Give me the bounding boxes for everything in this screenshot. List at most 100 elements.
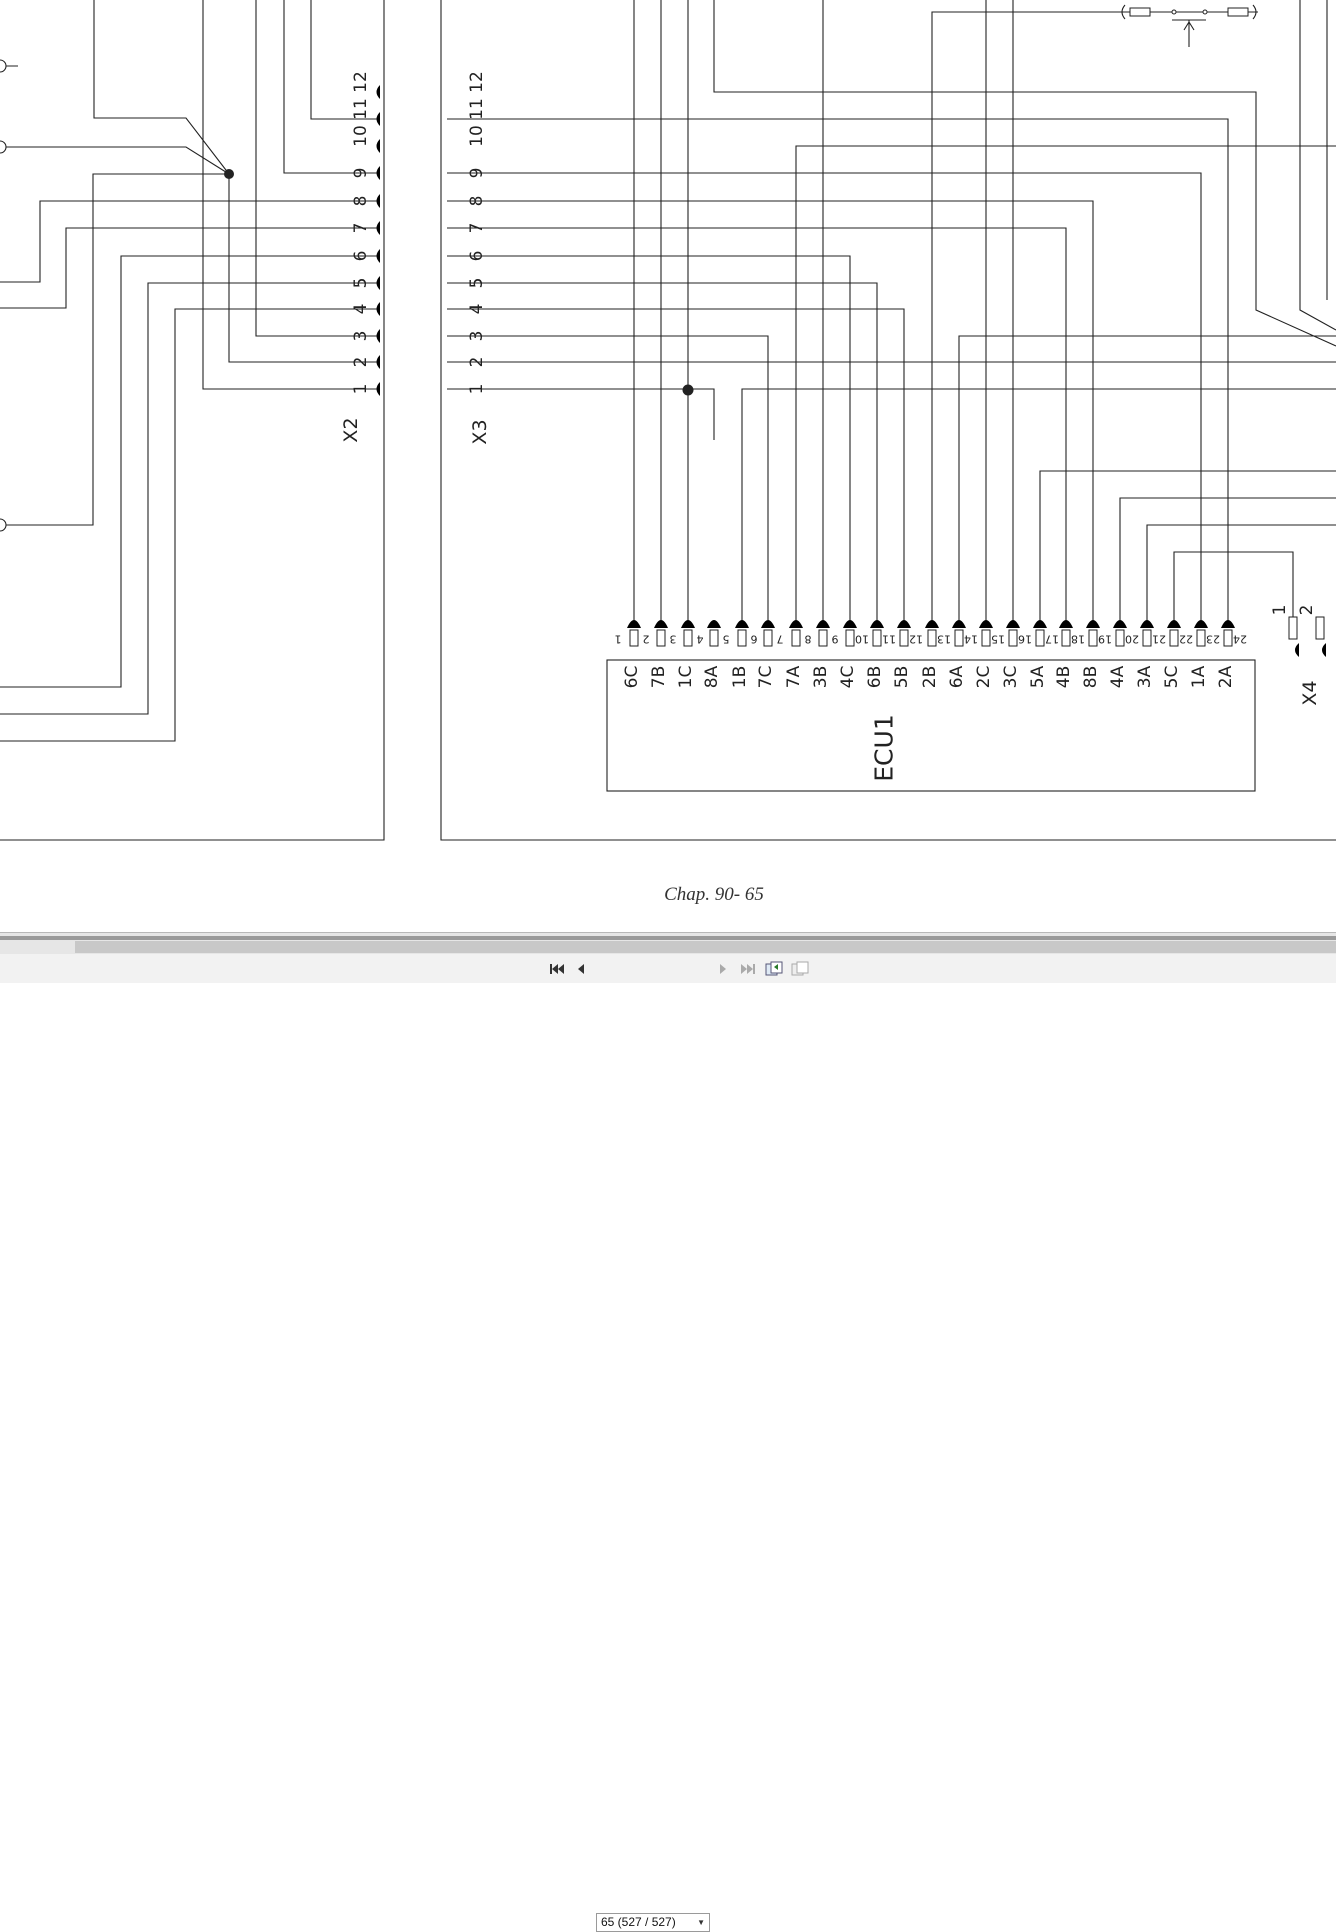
ecu-pin-socket bbox=[952, 620, 966, 628]
ecu-pin-number: 17 bbox=[1045, 633, 1059, 646]
ecu-terminal-label: 2A bbox=[1216, 665, 1236, 688]
ecu-pin-socket bbox=[1167, 620, 1181, 628]
x2-pin-label: 10 bbox=[351, 125, 371, 147]
x3-connector-label: X3 bbox=[469, 419, 491, 444]
ecu-pin-socket bbox=[707, 620, 721, 628]
x3-pin-label: 2 bbox=[467, 357, 487, 368]
ecu-pin-number: 13 bbox=[937, 633, 951, 646]
scrollbar-track bbox=[0, 936, 1336, 940]
x2-pin-label: 1 bbox=[351, 384, 371, 395]
ecu-pin-contact bbox=[818, 629, 828, 647]
ecu-terminal-label: 4B bbox=[1054, 666, 1074, 688]
ecu-pin-number: 11 bbox=[882, 633, 896, 646]
ecu-terminal-label: 1B bbox=[730, 666, 750, 688]
ecu-pin-number: 2 bbox=[643, 633, 650, 646]
x2-pin-label: 4 bbox=[351, 304, 371, 315]
fuse-symbol-right bbox=[1227, 7, 1249, 17]
x3-pin-label: 10 bbox=[467, 125, 487, 147]
ecu-pin-contact bbox=[1223, 629, 1233, 647]
horizontal-scrollbar[interactable] bbox=[0, 932, 1336, 955]
ecu-pin-number: 7 bbox=[777, 633, 784, 646]
ecu-pin-socket bbox=[1221, 620, 1235, 628]
switch-contact-left bbox=[1171, 9, 1177, 15]
ecu-pin-contact bbox=[981, 629, 991, 647]
x4-pin-contact bbox=[1288, 616, 1298, 640]
x2-pin-socket bbox=[376, 85, 380, 99]
ecu-terminal-label: 8A bbox=[702, 665, 722, 688]
page-number-select[interactable]: 65 (527 / 527) ▼ bbox=[596, 1913, 710, 1932]
ecu-pin-socket bbox=[1059, 620, 1073, 628]
chapter-page-label: Chap. 90- 65 bbox=[664, 884, 764, 905]
scrollbar-thumb[interactable] bbox=[75, 941, 1336, 953]
x2-pin-socket bbox=[376, 139, 380, 153]
ecu-pin-number: 1 bbox=[615, 633, 622, 646]
ecu-pin-contact bbox=[683, 629, 693, 647]
x4-connector-label: X4 bbox=[1299, 680, 1321, 705]
ecu-terminal-label: 5A bbox=[1028, 665, 1048, 688]
page-indicator: 65 (527 / 527) bbox=[601, 1915, 676, 1929]
ecu-pin-socket bbox=[1033, 620, 1047, 628]
ecu-terminal-label: 1C bbox=[676, 666, 696, 689]
ecu-pin-number: 24 bbox=[1233, 633, 1247, 646]
x2-pin-label: 12 bbox=[351, 71, 371, 93]
ecu-pin-contact bbox=[872, 629, 882, 647]
x2-pin-socket bbox=[376, 302, 380, 316]
ecu-pin-number: 6 bbox=[751, 633, 758, 646]
ecu-pin-socket bbox=[979, 620, 993, 628]
ecu-pin-contact bbox=[763, 629, 773, 647]
junction-dot bbox=[224, 169, 234, 179]
ecu-pin-contact bbox=[899, 629, 909, 647]
x2-pin-label: 3 bbox=[351, 331, 371, 342]
history-forward-icon[interactable] bbox=[791, 961, 809, 977]
x3-pin-label: 6 bbox=[467, 251, 487, 262]
ecu-pin-socket bbox=[627, 620, 641, 628]
x3-pin-label: 7 bbox=[467, 223, 487, 234]
ecu-terminal-label: 6A bbox=[947, 665, 967, 688]
history-back-icon[interactable] bbox=[765, 961, 783, 977]
x2-pin-socket bbox=[376, 355, 380, 369]
page-navigation-bar: 65 (527 / 527) ▼ bbox=[0, 954, 1336, 1932]
ecu-terminal-label: 4A bbox=[1108, 665, 1128, 688]
x3-pin-contact bbox=[445, 140, 451, 152]
ecu-pin-number: 8 bbox=[805, 633, 812, 646]
ecu-pin-number: 21 bbox=[1152, 633, 1166, 646]
next-page-icon[interactable] bbox=[714, 961, 732, 977]
ecu-terminal-label: 2C bbox=[974, 666, 994, 689]
x2-pin-socket bbox=[376, 166, 380, 180]
ecu-terminal-label: 1A bbox=[1189, 665, 1209, 688]
ecu-pin-contact bbox=[791, 629, 801, 647]
x2-pin-label: 6 bbox=[351, 251, 371, 262]
ecu-terminal-label: 7C bbox=[756, 666, 776, 689]
ecu-terminal-label: 6C bbox=[622, 666, 642, 689]
x2-connector-label: X2 bbox=[340, 417, 362, 442]
ecu-pin-contact bbox=[656, 629, 666, 647]
x3-pin-label: 5 bbox=[467, 278, 487, 289]
ecu-terminal-label: 3A bbox=[1135, 665, 1155, 688]
x2-pin-socket bbox=[376, 249, 380, 263]
ecu-pin-contact bbox=[1142, 629, 1152, 647]
terminal-circle bbox=[0, 518, 7, 532]
ecu-pin-contact bbox=[1061, 629, 1071, 647]
ecu-pin-contact bbox=[954, 629, 964, 647]
last-page-icon[interactable] bbox=[739, 961, 757, 977]
ecu-pin-number: 5 bbox=[723, 633, 730, 646]
x3-pin-label: 12 bbox=[467, 71, 487, 93]
x2-pin-label: 9 bbox=[351, 168, 371, 179]
ecu-pin-socket bbox=[870, 620, 884, 628]
prev-page-icon[interactable] bbox=[572, 961, 590, 977]
ecu-pin-number: 20 bbox=[1125, 633, 1139, 646]
switch-contact-right bbox=[1202, 9, 1208, 15]
x3-pin-contact bbox=[445, 86, 451, 98]
ecu-pin-contact bbox=[629, 629, 639, 647]
ecu-pin-number: 15 bbox=[991, 633, 1005, 646]
x2-pin-socket bbox=[376, 112, 380, 126]
x4-pin-label: 1 bbox=[1270, 605, 1290, 616]
ecu-pin-socket bbox=[789, 620, 803, 628]
x3-pin-label: 3 bbox=[467, 331, 487, 342]
ecu-pin-number: 10 bbox=[855, 633, 869, 646]
first-page-icon[interactable] bbox=[548, 961, 566, 977]
ecu-pin-number: 23 bbox=[1206, 633, 1220, 646]
ecu-pin-socket bbox=[1006, 620, 1020, 628]
